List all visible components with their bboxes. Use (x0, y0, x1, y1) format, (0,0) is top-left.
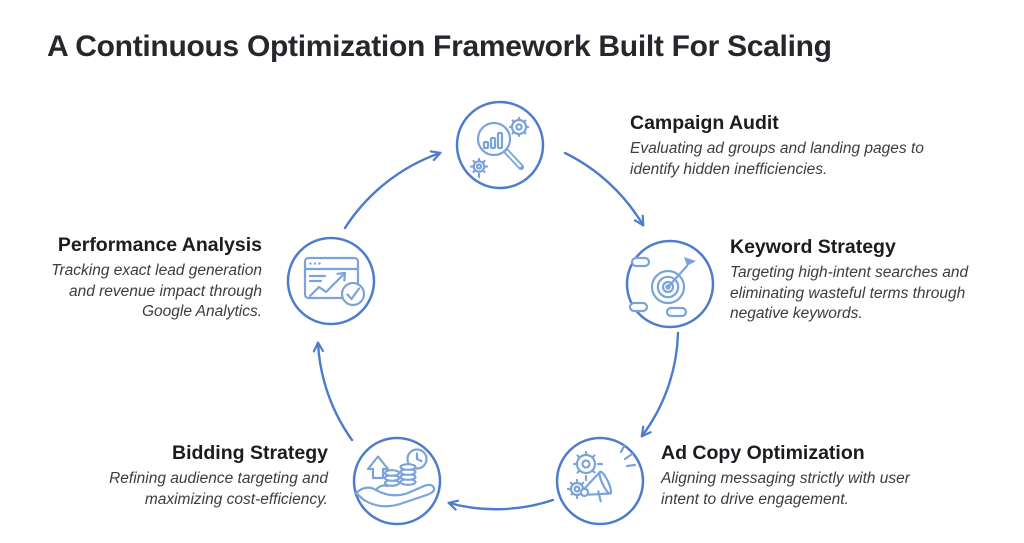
megaphone-icon (579, 470, 613, 503)
node-title: Campaign Audit (630, 112, 779, 134)
keyword-tag-icon (665, 306, 688, 318)
hand-coins-growth-clock-icon (354, 448, 436, 508)
sound-waves-icon (619, 444, 637, 468)
arrow-adcopy-to-bidding-icon (447, 498, 555, 511)
node-title: Keyword Strategy (730, 236, 896, 258)
node-label-campaign-audit: Campaign Audit Evaluating ad groups and … (630, 112, 930, 180)
arrow-campaign-to-keyword-icon (563, 151, 645, 227)
node-title: Bidding Strategy (171, 442, 328, 464)
gear-icon (469, 157, 489, 179)
up-arrow-icon (366, 455, 390, 480)
target-dart-keyword-tags-icon (628, 256, 696, 318)
node-title: Performance Analysis (57, 234, 262, 256)
cycle-arrows (312, 150, 680, 511)
node-description: Evaluating ad groups and landing pages t… (630, 140, 924, 178)
arrow-performance-to-campaign-icon (343, 150, 442, 230)
node-label-performance-analysis: Performance Analysis Tracking exact lead… (22, 234, 262, 323)
gear-icon (572, 450, 604, 482)
gear-icon (508, 116, 530, 138)
node-label-bidding-strategy: Bidding Strategy Refining audience targe… (68, 442, 328, 510)
node-description: Tracking exact lead generation and reven… (51, 262, 262, 321)
page-title: A Continuous Optimization Framework Buil… (47, 30, 832, 63)
node-title: Ad Copy Optimization (661, 442, 865, 464)
magnifier-bar-chart-gears-icon (469, 116, 530, 179)
node-label-ad-copy-optimization: Ad Copy Optimization Aligning messaging … (661, 442, 951, 510)
analytics-window-checkmark-icon (303, 256, 366, 307)
coin-stack-icon (383, 463, 417, 487)
keyword-tag-icon (630, 256, 651, 268)
dart-icon (666, 264, 689, 289)
node-description: Refining audience targeting and maximizi… (109, 470, 328, 508)
arrow-keyword-to-adcopy-icon (640, 331, 680, 438)
keyword-tag-icon (628, 301, 649, 313)
arrow-bidding-to-performance-icon (312, 341, 354, 442)
node-description: Aligning messaging strictly with user in… (661, 470, 910, 508)
trend-arrow-icon (308, 272, 346, 298)
node-label-keyword-strategy: Keyword Strategy Targeting high-intent s… (730, 236, 1015, 325)
megaphone-gears-icon (566, 444, 637, 503)
check-circle-icon (340, 281, 366, 307)
node-description: Targeting high-intent searches and elimi… (730, 264, 969, 323)
